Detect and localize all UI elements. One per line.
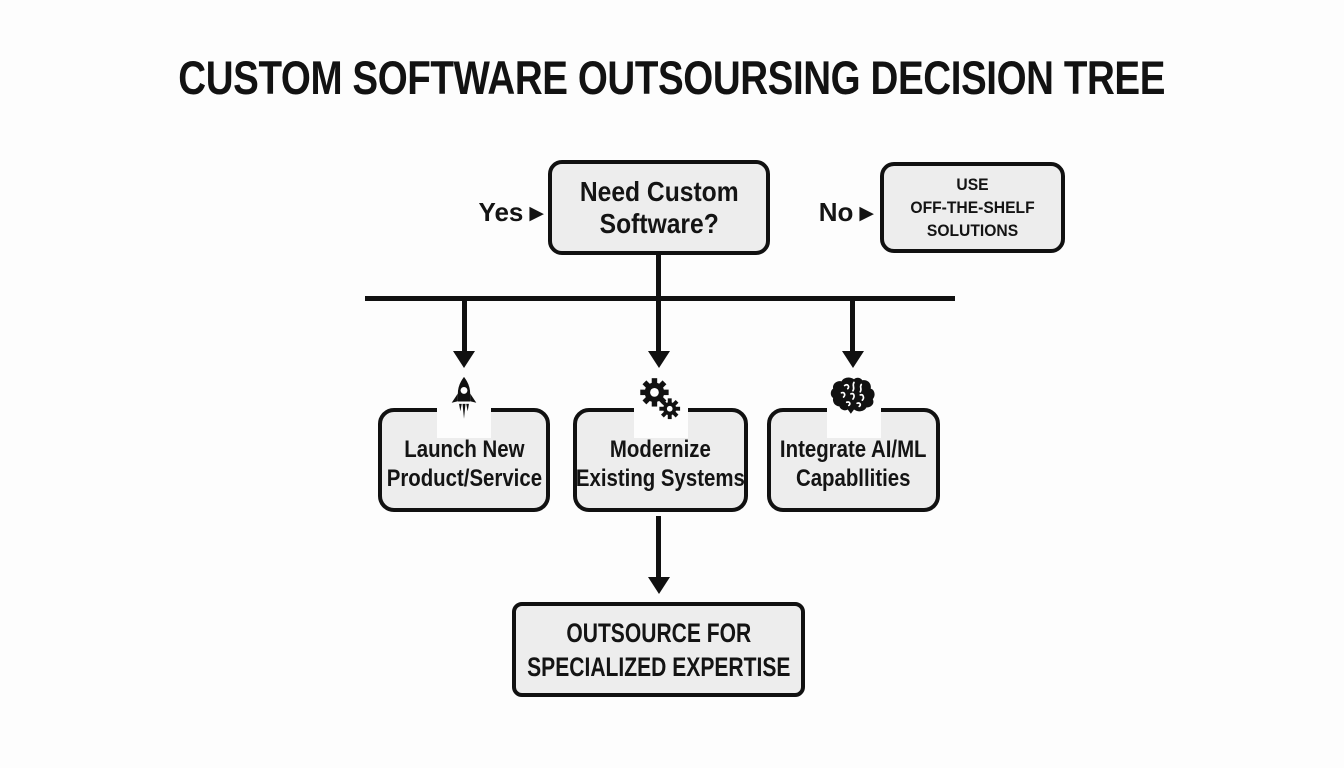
- yes-label: Yes▶: [458, 197, 544, 228]
- rocket-icon: [437, 376, 491, 438]
- gears-icon: [633, 376, 688, 438]
- arrowhead-outcome: [648, 577, 670, 594]
- node-integrate-ai-ml-label: Integrate AI/ML Capabllities: [780, 436, 927, 492]
- arrowhead-branch-left: [453, 351, 475, 368]
- node-off-the-shelf-label: USE OFF-THE-SHELF SOLUTIONS: [910, 175, 1035, 240]
- page-title-text: CUSTOM SOFTWARE OUTSOURSING DECISION TRE…: [178, 51, 1166, 104]
- arrowhead-branch-right: [842, 351, 864, 368]
- page-title: CUSTOM SOFTWARE OUTSOURSING DECISION TRE…: [0, 50, 1344, 105]
- connector-branch-right: [850, 299, 855, 351]
- brain-icon: [826, 376, 881, 438]
- yes-label-text: Yes: [478, 197, 524, 227]
- no-label-text: No: [818, 197, 854, 227]
- node-launch-new-product: Launch New Product/Service: [378, 376, 550, 512]
- node-off-the-shelf: USE OFF-THE-SHELF SOLUTIONS: [880, 162, 1065, 253]
- connector-branch-middle: [656, 299, 661, 351]
- node-launch-new-product-label: Launch New Product/Service: [386, 436, 542, 492]
- node-modernize-systems-label: Modernize Existing Systems: [576, 436, 745, 492]
- node-need-custom-software: Need Custom Software?: [548, 160, 770, 255]
- node-integrate-ai-ml: Integrate AI/ML Capabllities: [767, 376, 940, 512]
- yes-arrow-icon: ▶: [529, 202, 544, 224]
- arrowhead-branch-middle: [648, 351, 670, 368]
- node-outsource-expertise-label: OUTSOURCE FOR SPECIALIZED EXPERTISE: [526, 617, 791, 682]
- no-arrow-icon: ▶: [859, 202, 874, 224]
- node-need-custom-software-label: Need Custom Software?: [579, 175, 739, 239]
- connector-root-stem: [656, 255, 661, 298]
- connector-outcome-stem: [656, 516, 661, 577]
- no-label: No▶: [812, 197, 874, 228]
- node-outsource-expertise: OUTSOURCE FOR SPECIALIZED EXPERTISE: [512, 602, 805, 697]
- node-modernize-systems: Modernize Existing Systems: [573, 376, 748, 512]
- connector-horizontal-bar: [365, 296, 955, 301]
- connector-branch-left: [462, 299, 467, 351]
